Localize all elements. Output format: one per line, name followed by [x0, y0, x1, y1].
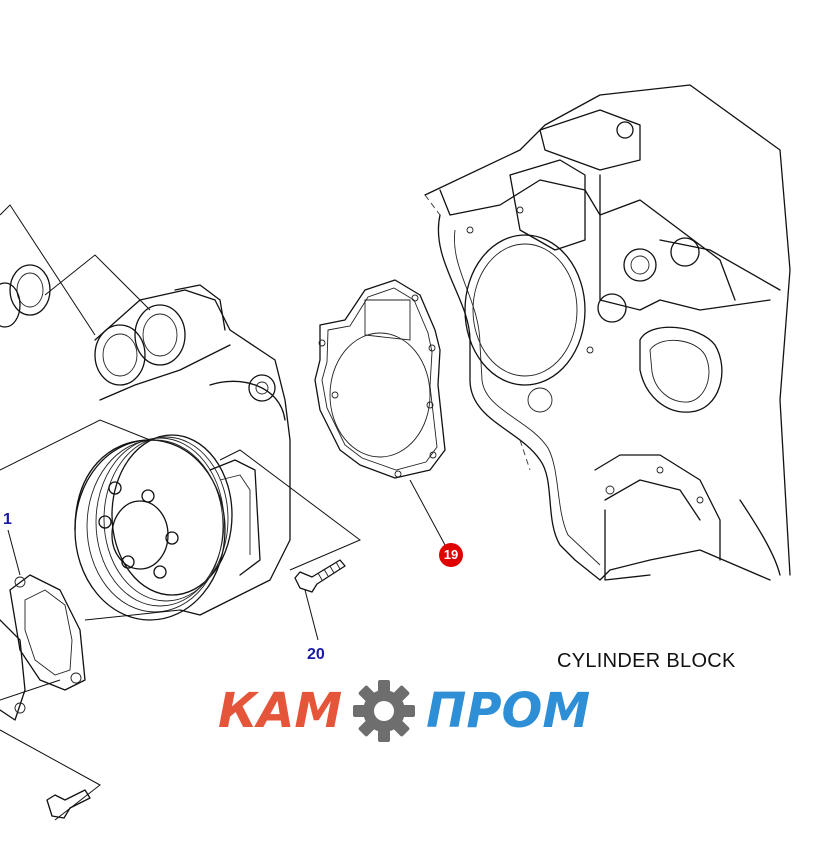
o-rings	[0, 264, 51, 328]
assembly-lines	[0, 204, 361, 821]
watermark-right-text: ПРОМ	[426, 683, 591, 739]
watermark-left-text: КАМ	[218, 683, 343, 739]
cylinder-block	[424, 84, 791, 581]
callout-1: 1	[3, 511, 12, 528]
small-bolt	[46, 789, 91, 819]
leader-19	[409, 479, 446, 546]
gear-icon	[353, 680, 416, 742]
water-pump	[74, 284, 291, 621]
callout-20: 20	[307, 646, 325, 663]
gasket-1	[0, 574, 86, 721]
gasket-19	[314, 279, 446, 479]
watermark-logo: КАМ ПРОМ	[218, 676, 590, 746]
callout-19: 19	[439, 543, 463, 567]
bolt-20	[294, 559, 346, 593]
cylinder-block-label: CYLINDER BLOCK	[557, 650, 736, 672]
